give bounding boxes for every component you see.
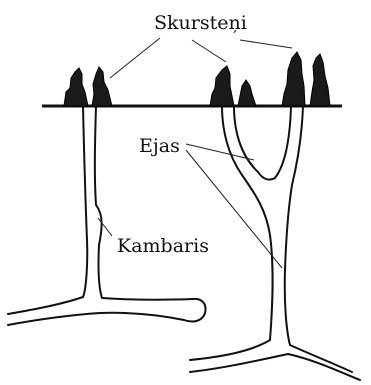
turret-4 <box>238 80 256 106</box>
turret-3 <box>210 66 234 106</box>
turret-2 <box>92 67 112 106</box>
right-burrow <box>190 106 360 380</box>
leader-turrets-3 <box>240 40 292 48</box>
label-turrets: Skursteņi <box>154 12 247 34</box>
turret-group <box>64 52 330 106</box>
right-outer-wall-left <box>190 106 273 360</box>
left-shaft-wall-left <box>8 106 87 314</box>
leader-turrets-2 <box>192 40 226 62</box>
right-bottom-wall <box>190 354 360 380</box>
turret-6 <box>310 54 330 106</box>
turret-5 <box>282 52 305 106</box>
turret-1 <box>64 68 88 106</box>
leader-turrets-1 <box>110 38 160 78</box>
label-chamber: Kambaris <box>117 235 209 257</box>
right-inner-wall-a <box>234 106 291 180</box>
chamber-outline <box>8 299 206 325</box>
leader-lines <box>98 38 292 268</box>
label-passages: Ejas <box>139 135 180 157</box>
right-inner-wall-b <box>285 106 352 372</box>
